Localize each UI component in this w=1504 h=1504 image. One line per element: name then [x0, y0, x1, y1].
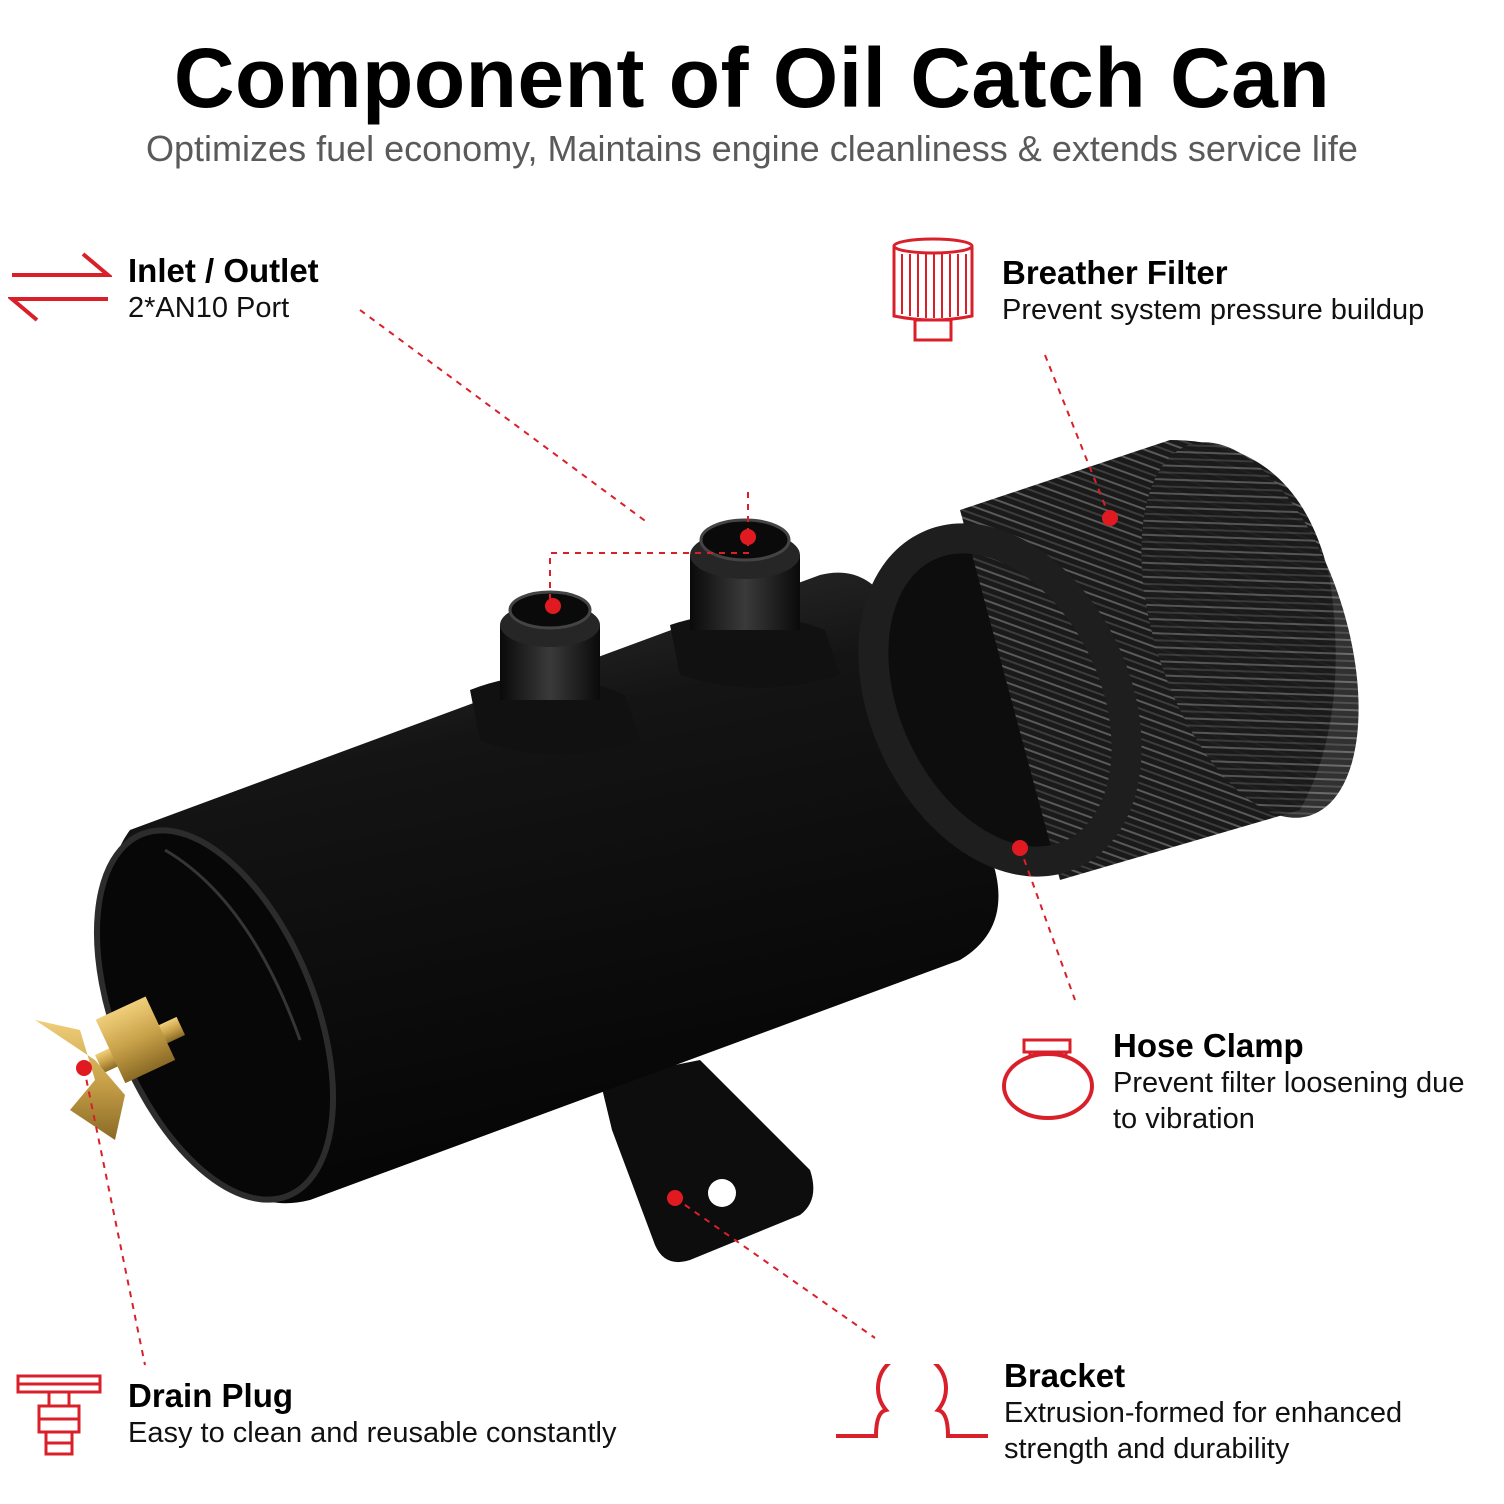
marker-dot-outlet	[740, 529, 756, 545]
page-title: Component of Oil Catch Can	[173, 31, 1331, 125]
drain-plug-icon	[16, 1374, 102, 1456]
hose-clamp-icon	[1002, 1038, 1094, 1120]
callout-drain-plug-desc: Easy to clean and reusable constantly	[128, 1417, 617, 1449]
marker-dot-clamp	[1012, 840, 1028, 856]
callout-drain-plug-name: Drain Plug	[128, 1377, 294, 1414]
marker-dot-inlet	[545, 598, 561, 614]
breather-filter-icon	[892, 237, 974, 342]
marker-dot-bracket	[667, 1190, 683, 1206]
callout-drain-plug: Drain Plug Easy to clean and reusable co…	[128, 1377, 616, 1451]
callout-hose-clamp-desc-1: Prevent filter loosening due	[1113, 1067, 1465, 1099]
callout-breather-filter-name: Breather Filter	[1002, 254, 1228, 291]
marker-dot-drain	[76, 1060, 92, 1076]
callout-breather-filter: Breather Filter Prevent system pressure …	[1002, 254, 1424, 328]
callout-bracket-desc-1: Extrusion-formed for enhanced	[1004, 1397, 1403, 1429]
bracket-part	[600, 1060, 814, 1263]
drain-plug-part	[35, 996, 186, 1140]
bracket-icon	[836, 1364, 988, 1438]
can-body	[93, 572, 999, 1204]
callout-hose-clamp-name: Hose Clamp	[1113, 1027, 1304, 1064]
callout-hose-clamp-desc-2: to vibration	[1113, 1103, 1255, 1135]
callout-bracket: Bracket Extrusion-formed for enhanced st…	[1004, 1357, 1402, 1467]
callout-inlet-outlet-desc: 2*AN10 Port	[128, 292, 290, 324]
callout-bracket-name: Bracket	[1004, 1357, 1126, 1394]
marker-dots	[76, 510, 1118, 1206]
callout-breather-filter-desc: Prevent system pressure buildup	[1002, 294, 1425, 326]
marker-dot-filter	[1102, 510, 1118, 526]
an-fitting-1	[470, 590, 640, 755]
arrows-exchange-icon	[8, 252, 112, 322]
page-subtitle: Optimizes fuel economy, Maintains engine…	[146, 128, 1358, 169]
callout-inlet-outlet: Inlet / Outlet 2*AN10 Port	[128, 252, 319, 326]
callout-inlet-outlet-name: Inlet / Outlet	[128, 252, 319, 289]
callout-hose-clamp: Hose Clamp Prevent filter loosening due …	[1113, 1027, 1464, 1137]
callout-bracket-desc-2: strength and durability	[1004, 1433, 1290, 1465]
breather-filter-part	[858, 440, 1359, 880]
an-fitting-2	[670, 518, 840, 688]
leader-lines	[83, 309, 1111, 1366]
